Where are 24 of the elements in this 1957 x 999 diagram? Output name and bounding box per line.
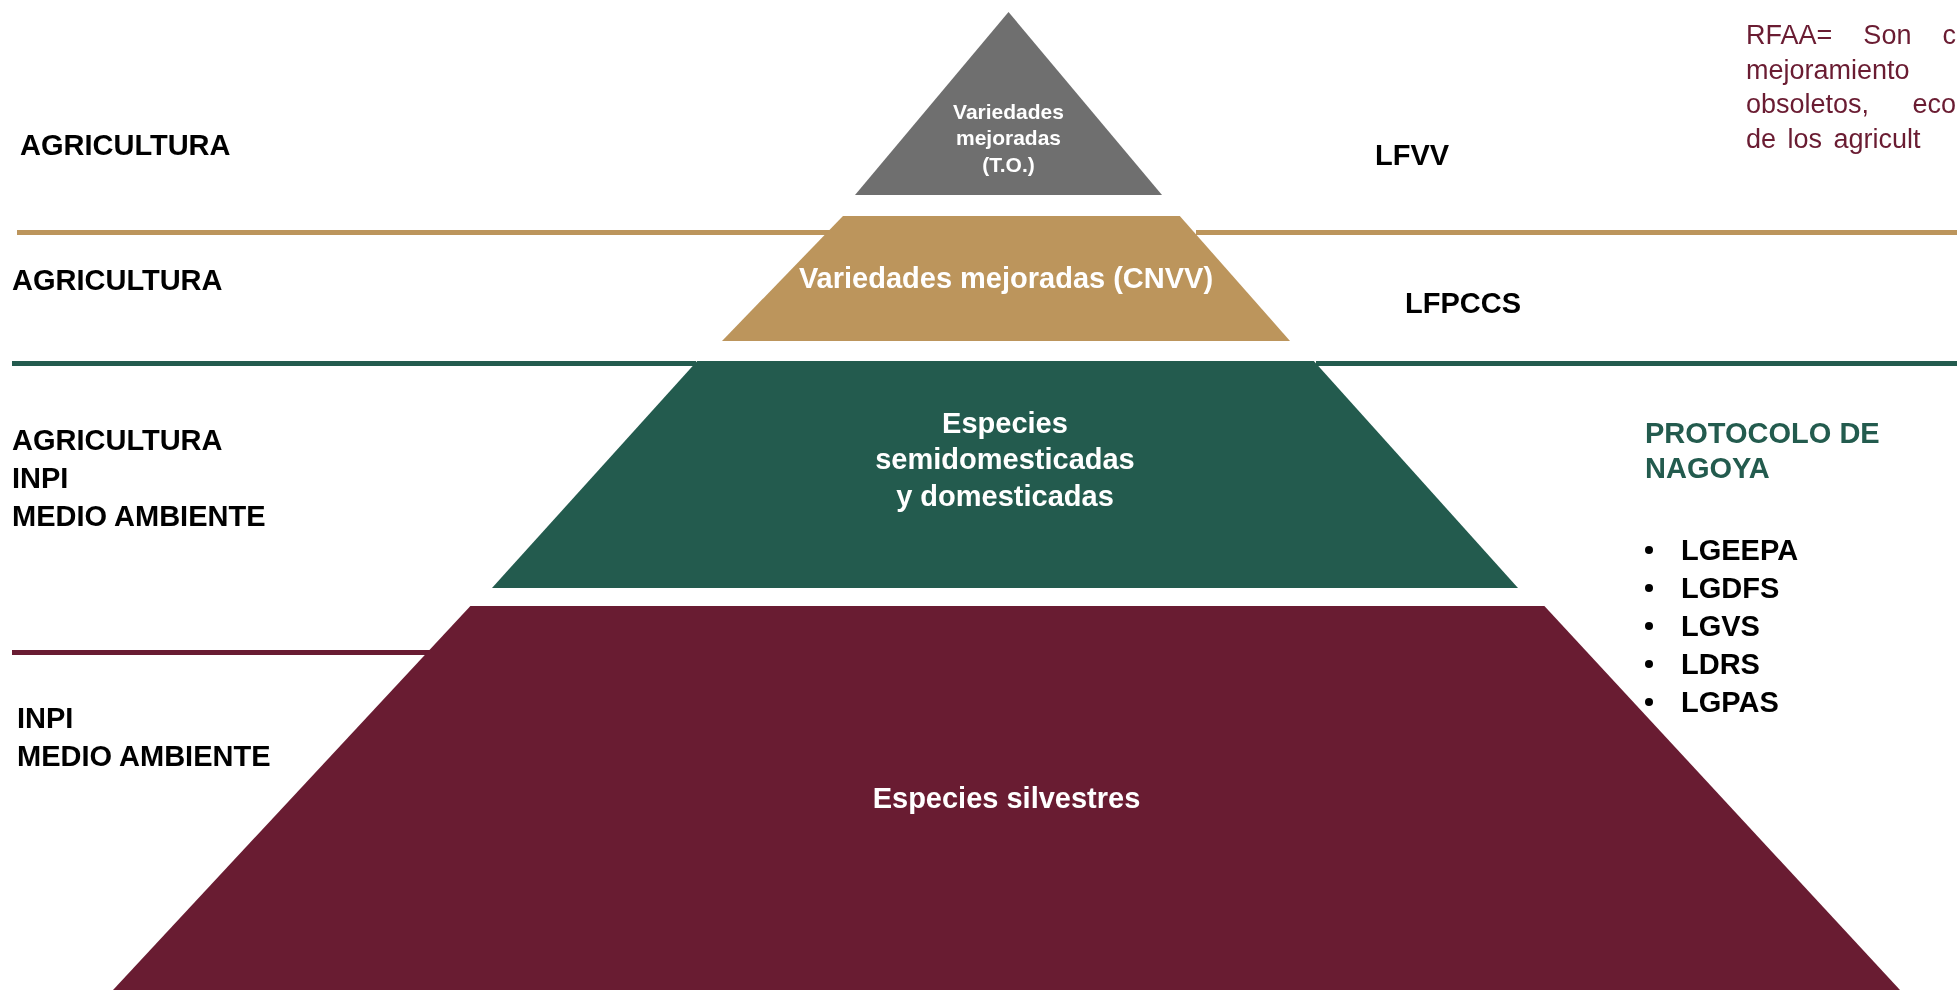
tier-label: Especies semidomesticadas y domesticadas — [874, 406, 1136, 514]
text-label: LFVV — [1375, 138, 1450, 173]
note-text: RFAA= Son c mejoramiento obsoletos, eco de los agricult — [1746, 19, 1956, 156]
text-label: AGRICULTURA — [12, 263, 223, 298]
law-label: LGVS — [1681, 609, 1760, 644]
law-label: LGPAS — [1681, 685, 1779, 720]
law-label: LDRS — [1681, 647, 1760, 682]
text-label: AGRICULTURA — [20, 128, 231, 163]
heading-label: PROTOCOLO DE NAGOYA — [1645, 416, 1881, 486]
law-label: LGEEPA — [1681, 533, 1799, 568]
law-label: LGDFS — [1681, 571, 1780, 606]
text-label: INPI — [17, 701, 74, 736]
text-label: AGRICULTURA — [12, 423, 223, 458]
text-label: MEDIO AMBIENTE — [17, 739, 271, 774]
tier-label: Variedades mejoradas (CNVV) — [798, 261, 1214, 297]
tier-label: Variedades mejoradas (T.O.) — [952, 99, 1065, 178]
pyramid-tier — [492, 361, 1518, 588]
tier-label: Especies silvestres — [872, 780, 1141, 816]
pyramid-tier — [113, 606, 1900, 990]
pyramid-tier — [722, 216, 1290, 341]
text-label: MEDIO AMBIENTE — [12, 499, 266, 534]
text-label: LFPCCS — [1405, 286, 1521, 321]
pyramid-top-triangle — [855, 12, 1162, 195]
text-label: INPI — [12, 461, 69, 496]
